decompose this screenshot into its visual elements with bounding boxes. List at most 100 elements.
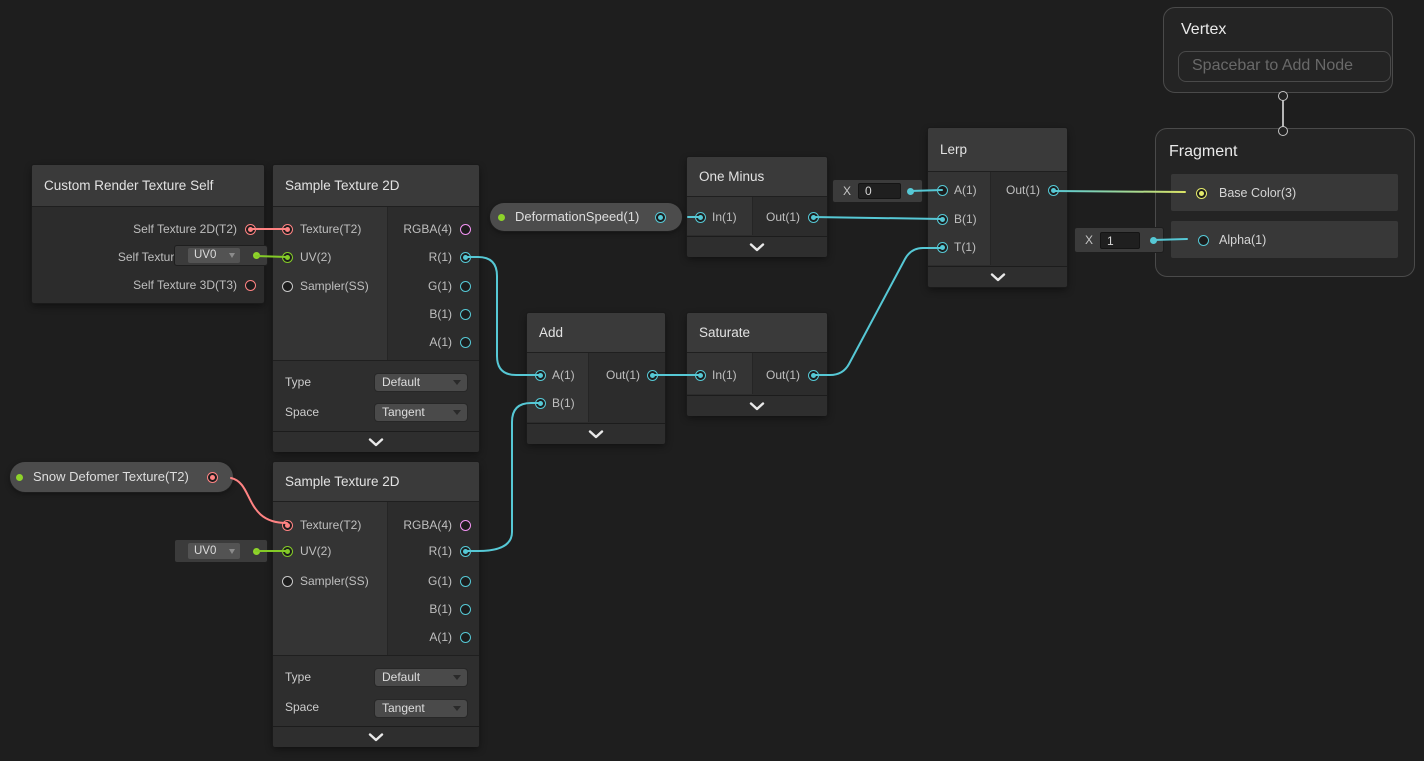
chevron-down-icon (368, 437, 384, 446)
node-title[interactable]: Sample Texture 2D (273, 165, 479, 207)
output-label: Self Texture 2D(T2) (133, 222, 237, 236)
uv-channel-dropdown[interactable]: UV0 (188, 248, 240, 263)
node-saturate[interactable]: Saturate In(1) Out(1) (687, 313, 827, 416)
context-stack-dot-bottom (1278, 126, 1288, 136)
port-out[interactable] (807, 211, 819, 223)
port-a[interactable] (936, 184, 948, 196)
port-g-out[interactable] (459, 575, 471, 587)
node-title[interactable]: Custom Render Texture Self (32, 165, 264, 207)
port-b[interactable] (936, 213, 948, 225)
collapse-expander[interactable] (273, 726, 479, 747)
space-label: Space (285, 700, 320, 714)
add-node-hint-text: Spacebar to Add Node (1192, 57, 1354, 74)
collapse-expander[interactable] (687, 395, 827, 416)
output-label: A(1) (429, 335, 452, 349)
output-label: Out(1) (605, 368, 640, 382)
type-dropdown-value: Default (382, 375, 421, 389)
property-snow-deformer-texture[interactable]: Snow Defomer Texture(T2) (10, 462, 233, 492)
port-property-out[interactable] (654, 211, 666, 223)
port-g-out[interactable] (459, 280, 471, 292)
port-rgba-out[interactable] (459, 223, 471, 235)
port-out[interactable] (1047, 184, 1059, 196)
output-label: G(1) (428, 574, 452, 588)
input-label: In(1) (712, 368, 737, 382)
value-connector-dot (906, 187, 914, 195)
block-alpha[interactable]: Alpha(1) (1171, 221, 1398, 258)
input-label: B(1) (954, 212, 977, 226)
output-label: R(1) (428, 544, 452, 558)
port-sampler-in[interactable] (281, 575, 293, 587)
alpha-value-input[interactable] (1100, 232, 1140, 249)
port-base-color[interactable] (1195, 187, 1207, 199)
port-a-out[interactable] (459, 631, 471, 643)
block-base-color[interactable]: Base Color(3) (1171, 174, 1398, 211)
wire-saturate-to-lerp-t[interactable] (812, 247, 943, 376)
collapse-expander[interactable] (928, 266, 1067, 287)
node-sample-texture-2d-bottom[interactable]: Sample Texture 2D Texture(T2) UV(2) Samp… (273, 462, 479, 747)
wire-oneminus-to-lerp-b[interactable] (812, 216, 943, 220)
input-label: UV(2) (300, 250, 332, 264)
space-dropdown[interactable]: Tangent (375, 700, 467, 717)
chevron-down-icon (990, 272, 1005, 281)
port-in[interactable] (694, 211, 706, 223)
chevron-down-icon (229, 549, 235, 554)
output-label: B(1) (429, 602, 452, 616)
input-label: Sampler(SS) (300, 279, 369, 293)
port-in[interactable] (694, 369, 706, 381)
node-lerp[interactable]: Lerp A(1) B(1) T(1) Out(1) (928, 128, 1067, 287)
port-b-out[interactable] (459, 603, 471, 615)
lerp-a-value-input[interactable] (858, 183, 901, 199)
node-custom-render-texture-self[interactable]: Custom Render Texture Self Self Texture … (32, 165, 264, 303)
port-property-out[interactable] (206, 471, 218, 483)
uv-connector-dot (252, 252, 260, 259)
port-self-texture-3d[interactable] (244, 279, 256, 291)
type-dropdown[interactable]: Default (375, 374, 467, 391)
port-uv-in[interactable] (281, 251, 293, 263)
uv-default-chip-top: UV0 (175, 246, 267, 265)
port-a[interactable] (534, 369, 546, 381)
uv-channel-dropdown[interactable]: UV0 (188, 543, 240, 559)
context-fragment[interactable]: Fragment Base Color(3) Alpha(1) (1155, 128, 1415, 277)
collapse-expander[interactable] (687, 236, 827, 257)
port-r-out[interactable] (459, 545, 471, 557)
uv-channel-value: UV0 (194, 249, 217, 261)
collapse-expander[interactable] (527, 423, 665, 444)
property-deformation-speed[interactable]: DeformationSpeed(1) (490, 203, 682, 231)
port-texture-in[interactable] (281, 519, 293, 531)
node-title[interactable]: Saturate (687, 313, 827, 353)
node-add[interactable]: Add A(1) B(1) Out(1) (527, 313, 665, 444)
port-b[interactable] (534, 397, 546, 409)
node-sample-texture-2d-top[interactable]: Sample Texture 2D Texture(T2) UV(2) Samp… (273, 165, 479, 452)
input-label: T(1) (954, 240, 976, 254)
node-title[interactable]: Lerp (928, 128, 1067, 172)
port-alpha[interactable] (1197, 234, 1209, 246)
port-out[interactable] (807, 369, 819, 381)
context-vertex[interactable]: Vertex Spacebar to Add Node (1163, 7, 1393, 93)
port-rgba-out[interactable] (459, 519, 471, 531)
port-t[interactable] (936, 241, 948, 253)
context-stack-dot-top (1278, 91, 1288, 101)
port-uv-in[interactable] (281, 545, 293, 557)
input-label: Texture(T2) (300, 222, 362, 236)
port-a-out[interactable] (459, 336, 471, 348)
port-texture-in[interactable] (281, 223, 293, 235)
port-r-out[interactable] (459, 251, 471, 263)
space-dropdown[interactable]: Tangent (375, 404, 467, 421)
chevron-down-icon (749, 401, 765, 410)
uv-connector-dot (252, 547, 260, 555)
node-title[interactable]: Add (527, 313, 665, 353)
port-b-out[interactable] (459, 308, 471, 320)
collapse-expander[interactable] (273, 431, 479, 452)
type-dropdown[interactable]: Default (375, 669, 467, 686)
node-one-minus[interactable]: One Minus In(1) Out(1) (687, 157, 827, 257)
port-sampler-in[interactable] (281, 280, 293, 292)
port-out[interactable] (646, 369, 658, 381)
chevron-down-icon (368, 732, 384, 741)
chevron-down-icon (453, 410, 461, 415)
add-node-hint: Spacebar to Add Node (1178, 51, 1391, 82)
port-self-texture-2d[interactable] (244, 223, 256, 235)
node-title[interactable]: One Minus (687, 157, 827, 197)
property-dot-icon (497, 213, 505, 221)
node-title[interactable]: Sample Texture 2D (273, 462, 479, 502)
